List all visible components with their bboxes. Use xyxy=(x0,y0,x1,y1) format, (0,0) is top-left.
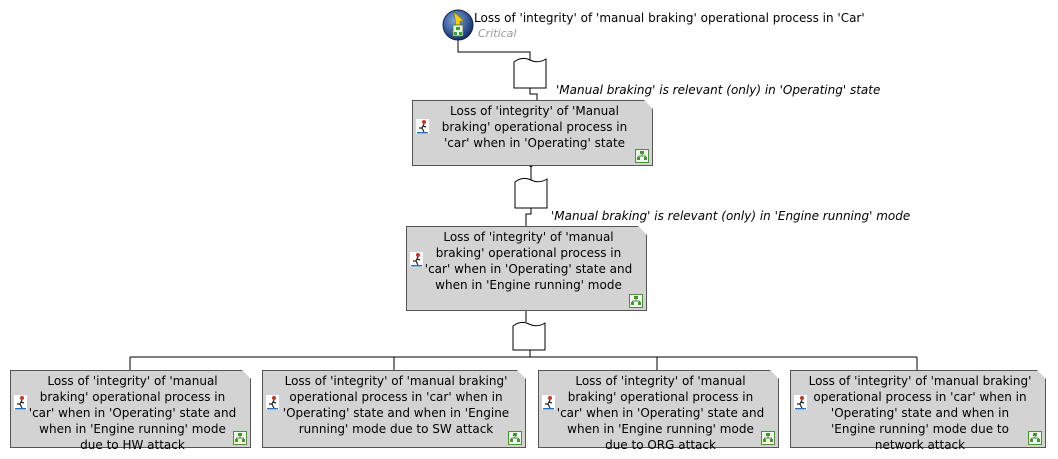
severity-label: Critical xyxy=(478,27,517,40)
attacker-figure-icon xyxy=(14,395,27,410)
threat-node-operating-state[interactable]: Loss of 'integrity' of 'Manual braking' … xyxy=(412,100,653,166)
gate-shape-1 xyxy=(513,57,547,89)
subtree-expand-icon[interactable] xyxy=(635,148,649,163)
gate-label-1: 'Manual braking' is relevant (only) in '… xyxy=(556,83,881,97)
threat-node-text: Loss of 'integrity' of 'manual braking' … xyxy=(282,374,510,436)
threat-node-text: Loss of 'integrity' of 'manual braking' … xyxy=(808,374,1032,452)
subtree-expand-icon[interactable] xyxy=(629,293,643,308)
threat-node-text: Loss of 'integrity' of 'manual braking' … xyxy=(28,374,237,452)
gate-shape-2 xyxy=(514,177,548,209)
threat-node-hw-attack[interactable]: Loss of 'integrity' of 'manual braking' … xyxy=(10,370,251,452)
threat-node-engine-running[interactable]: Loss of 'integrity' of 'manual braking' … xyxy=(406,226,647,311)
threat-node-sw-attack[interactable]: Loss of 'integrity' of 'manual braking' … xyxy=(262,370,526,448)
root-threat-title: Loss of 'integrity' of 'manual braking' … xyxy=(474,11,865,25)
threat-node-text: Loss of 'integrity' of 'Manual braking' … xyxy=(441,104,628,150)
attacker-figure-icon xyxy=(266,395,279,410)
threat-node-text: Loss of 'integrity' of 'manual braking' … xyxy=(556,374,765,452)
threat-node-network-attack[interactable]: Loss of 'integrity' of 'manual braking' … xyxy=(790,370,1046,452)
attacker-figure-icon xyxy=(410,252,423,267)
subtree-expand-icon[interactable] xyxy=(508,430,522,445)
subtree-expand-icon[interactable] xyxy=(233,430,247,445)
attacker-figure-icon xyxy=(794,395,807,410)
threat-node-org-attack[interactable]: Loss of 'integrity' of 'manual braking' … xyxy=(538,370,779,452)
attacker-figure-icon xyxy=(542,395,555,410)
threat-node-text: Loss of 'integrity' of 'manual braking' … xyxy=(424,230,633,292)
attacker-figure-icon xyxy=(416,119,429,134)
subtree-expand-icon[interactable] xyxy=(761,430,775,445)
root-threat-icon xyxy=(442,9,474,41)
gate-shape-3 xyxy=(512,321,546,351)
subtree-expand-icon[interactable] xyxy=(1028,430,1042,445)
gate-label-2: 'Manual braking' is relevant (only) in '… xyxy=(551,209,911,223)
